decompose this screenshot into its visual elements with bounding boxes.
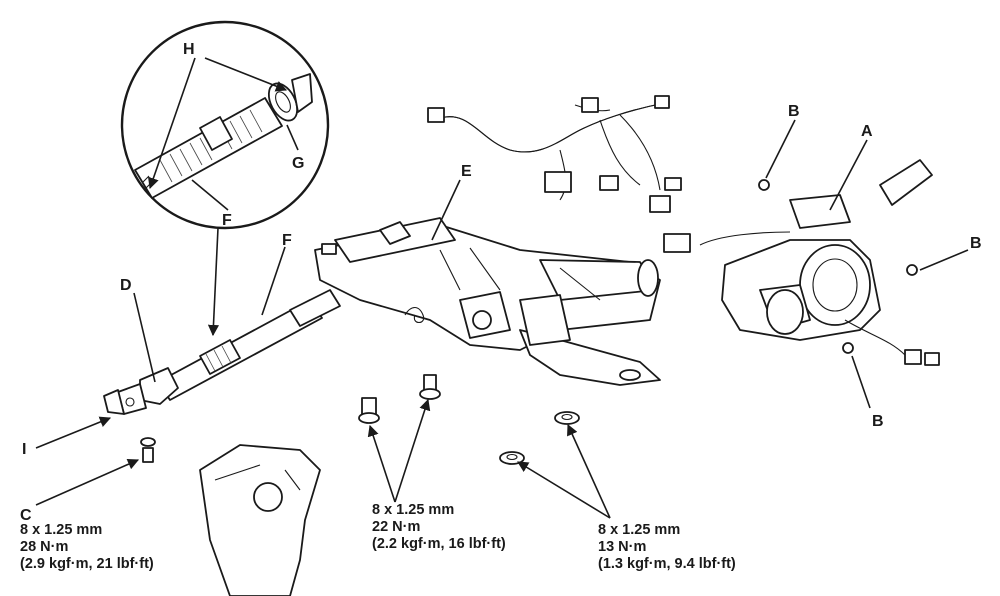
spec-right-alt: (1.3 kgf·m, 9.4 lbf·ft) [598,556,736,572]
switch-screws [758,179,918,354]
column-bolts [358,374,441,424]
label-f-detail: F [222,212,232,229]
steering-column-assembly [314,217,661,386]
column-nuts [499,411,580,465]
label-f: F [282,232,292,249]
torque-spec-c: 8 x 1.25 mm 28 N·m (2.9 kgf·m, 21 lbf·ft… [20,522,154,573]
spec-right-torque: 13 N·m [598,539,647,555]
torque-spec-middle: 8 x 1.25 mm 22 N·m (2.2 kgf·m, 16 lbf·ft… [372,502,506,553]
column-cover [199,444,321,596]
spec-middle-torque: 22 N·m [372,519,421,535]
spec-c-size: 8 x 1.25 mm [20,522,103,538]
spec-right-size: 8 x 1.25 mm [598,522,681,538]
spec-middle-size: 8 x 1.25 mm [372,502,455,518]
label-c: C [20,507,32,524]
label-i: I [22,441,26,458]
label-e: E [461,163,472,180]
label-g: G [292,155,304,172]
label-b-top: B [788,103,800,120]
detail-pointer-arrow [207,227,220,337]
spec-middle-alt: (2.2 kgf·m, 16 lbf·ft) [372,536,506,552]
wire-harness [427,95,682,213]
label-b-bottom: B [872,413,884,430]
label-h: H [183,41,195,58]
universal-joint [103,367,179,415]
spec-c-alt: (2.9 kgf·m, 21 lbf·ft) [20,556,154,572]
bolt-c [140,437,156,463]
steering-shaft [157,289,341,401]
label-a: A [861,123,873,140]
label-b-right: B [970,235,982,252]
label-d: D [120,277,132,294]
leader-lines [35,57,969,519]
detail-callout-circle [120,20,330,230]
combination-switch [663,159,940,366]
spec-c-torque: 28 N·m [20,539,69,555]
torque-spec-right: 8 x 1.25 mm 13 N·m (1.3 kgf·m, 9.4 lbf·f… [598,522,736,573]
